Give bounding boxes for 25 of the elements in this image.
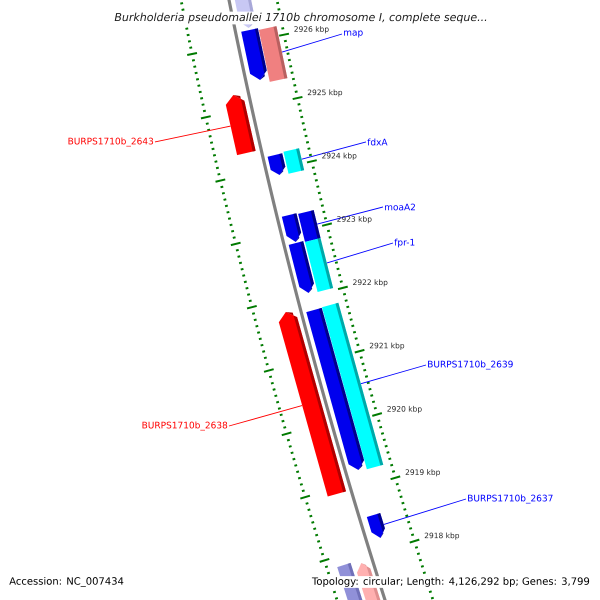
leader-line bbox=[154, 126, 231, 142]
leader-line bbox=[360, 364, 426, 384]
gene-label: BURPS1710b_2637 bbox=[468, 494, 553, 504]
genome-info-text: Topology: circular; Length: 4,126,292 bp; Genes: 3,799 bbox=[310, 576, 591, 588]
gene-label: BURPS1710b_2643 bbox=[68, 138, 154, 146]
gene-block bbox=[268, 153, 286, 175]
gene-label: BURPS1710b_2638 bbox=[142, 422, 228, 430]
accession-text: Accession: NC_007434 bbox=[8, 576, 125, 588]
gene-block bbox=[241, 28, 267, 80]
gene-label: moaA2 bbox=[385, 204, 415, 210]
leader-line bbox=[228, 405, 302, 426]
leader-line bbox=[316, 206, 384, 224]
gene-label: fdxA bbox=[367, 138, 388, 146]
gene-label: BURPS1710b_2639 bbox=[428, 360, 513, 370]
gene-block bbox=[226, 95, 256, 156]
leader-line bbox=[301, 142, 366, 160]
gene-label: fpr-1 bbox=[394, 238, 414, 248]
gene-block bbox=[306, 308, 364, 470]
gene-label: map bbox=[344, 30, 363, 38]
leader-line bbox=[383, 498, 466, 525]
map-title: Burkholderia pseudomallei 1710b chromosome I, complete seque... bbox=[113, 12, 489, 24]
gene-block bbox=[366, 512, 385, 538]
leader-line bbox=[282, 34, 342, 53]
gene-block bbox=[283, 148, 304, 174]
gene-block bbox=[282, 213, 302, 242]
